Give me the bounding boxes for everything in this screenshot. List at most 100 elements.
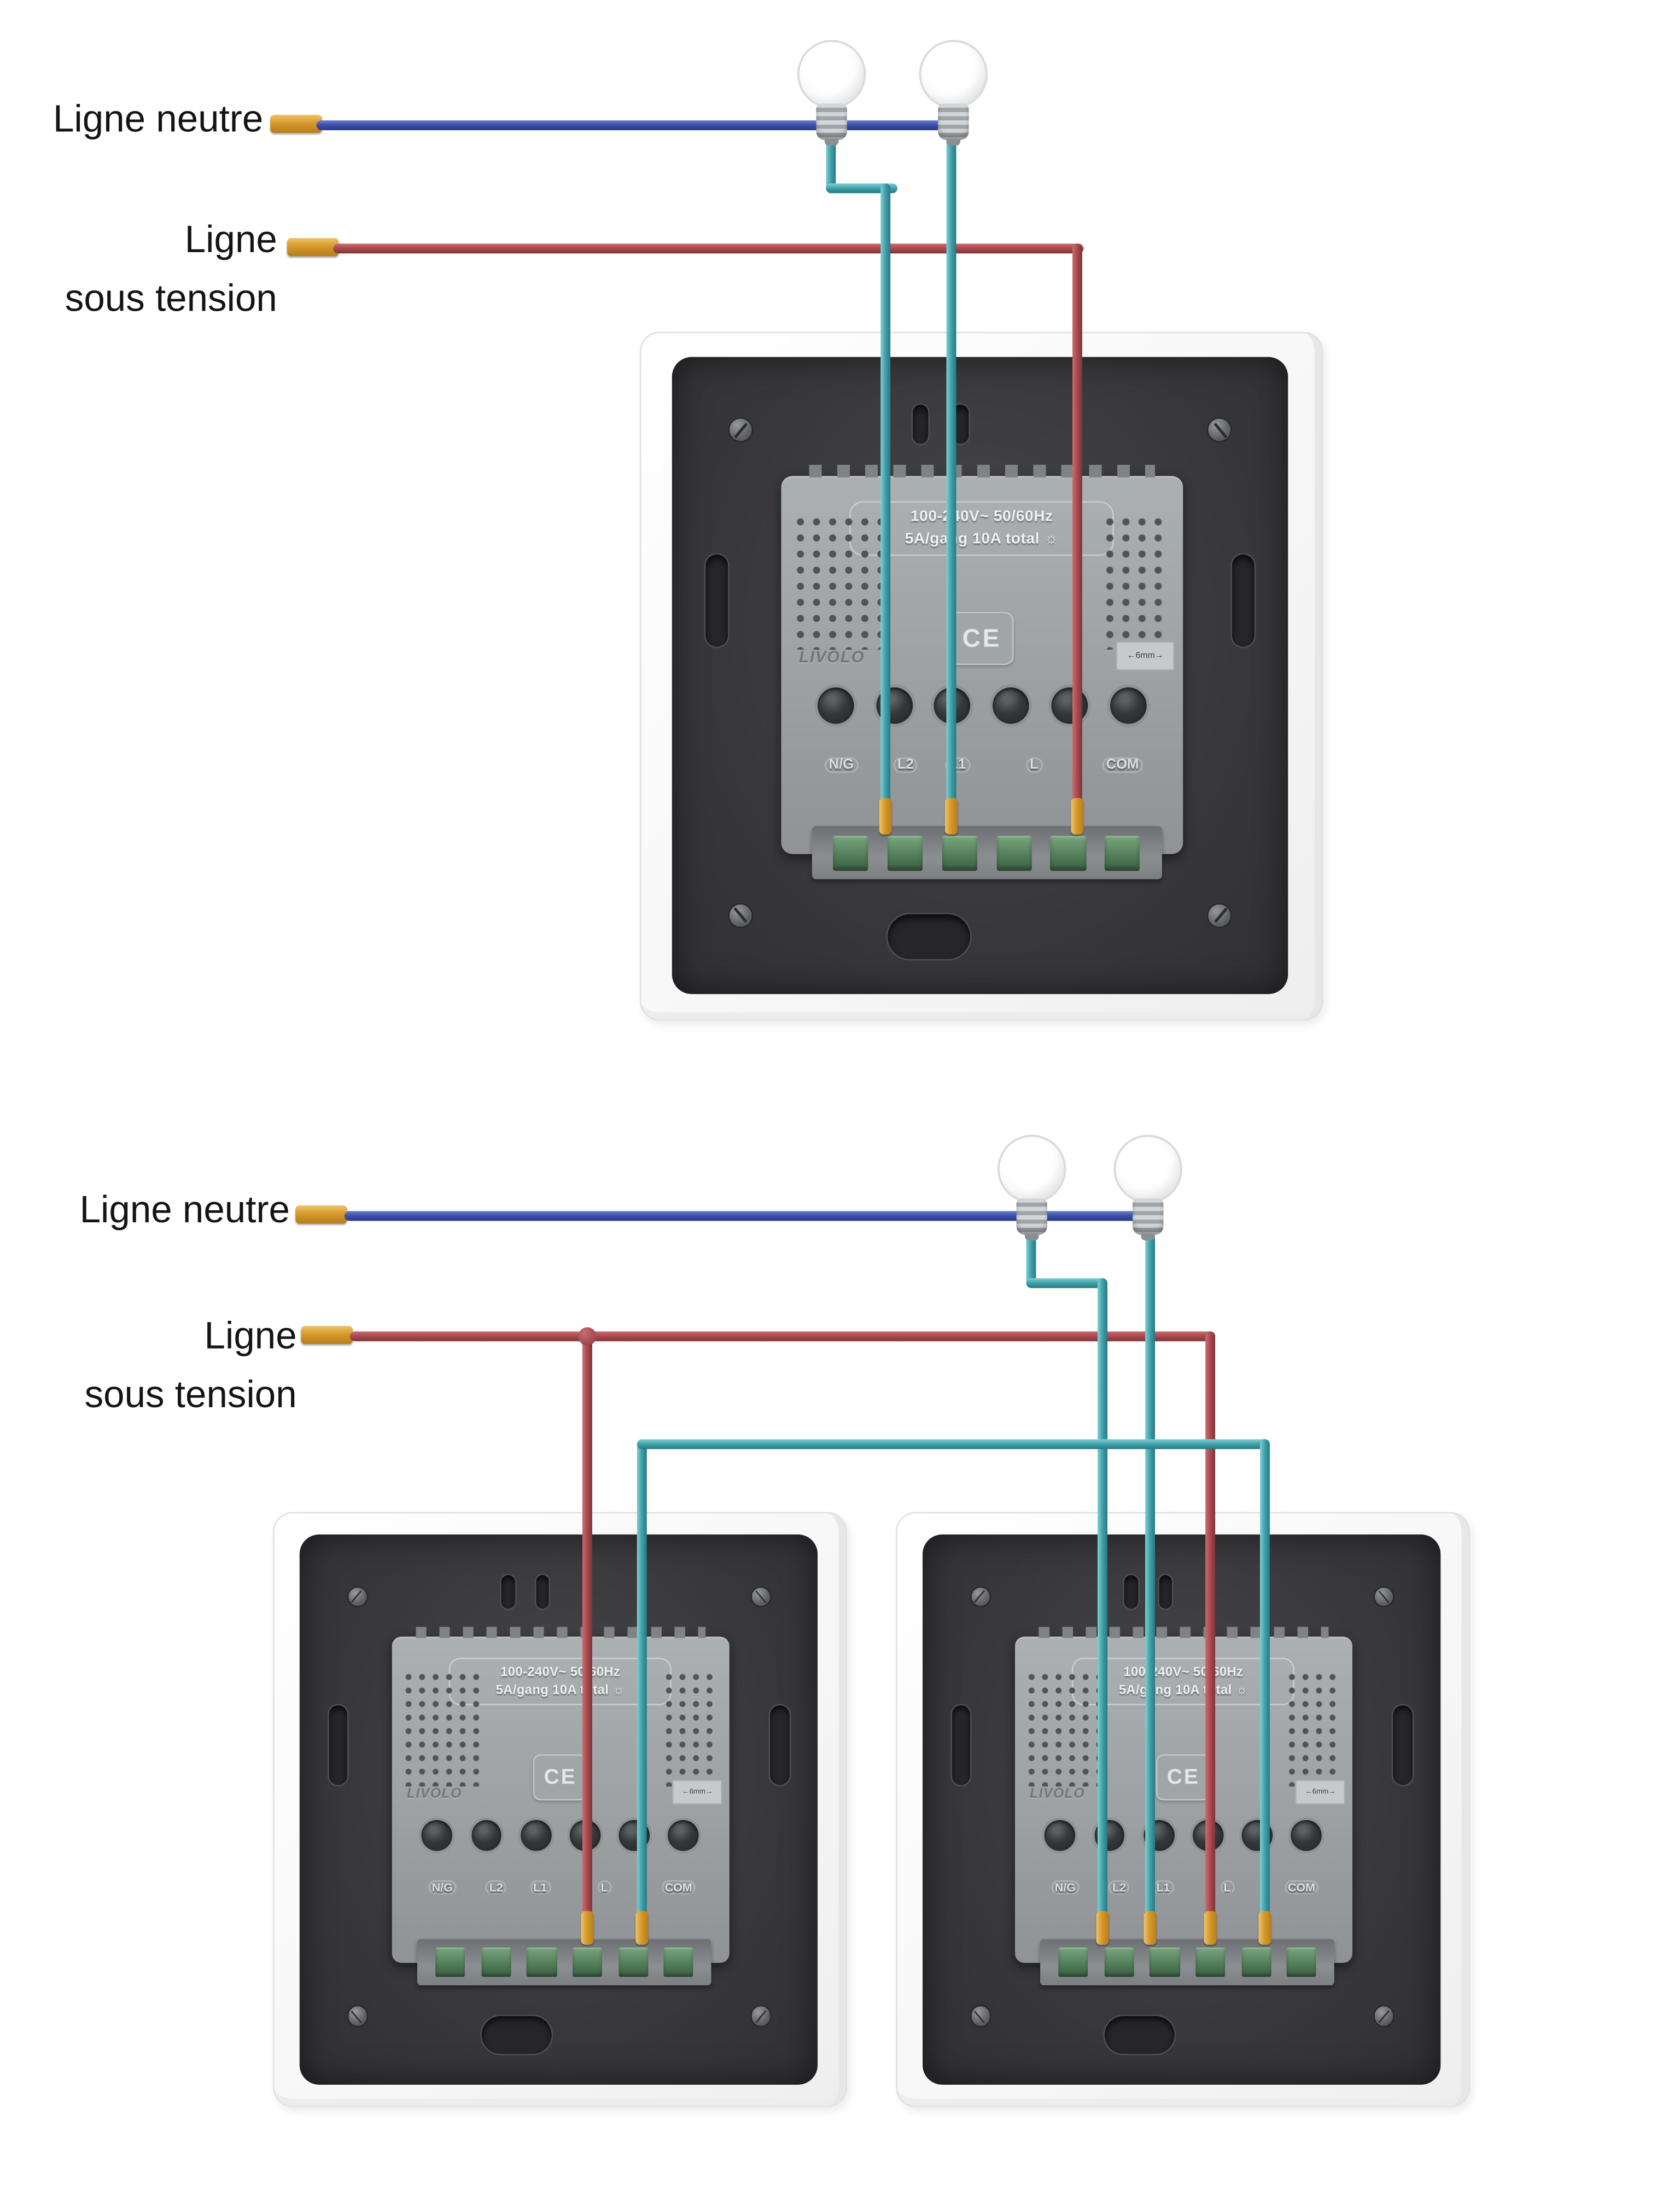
- mounting-slot: [535, 1575, 549, 1608]
- terminal-block: [1150, 1947, 1180, 1978]
- live-wire: [350, 1331, 1216, 1342]
- mounting-plate: 100-240V~ 50/60Hz 5A/gang 10A total ☼ LI…: [300, 1534, 818, 2085]
- bulb-base: [1016, 1198, 1047, 1241]
- terminal-hole: [1291, 1820, 1322, 1851]
- wire-strip-gauge: ←6mm→: [1295, 1779, 1346, 1805]
- brightness-icon: ☼: [612, 1683, 625, 1697]
- mounting-plate: 100-240V~ 50/60Hz 5A/gang 10A total ☼ LI…: [672, 357, 1288, 995]
- terminal-label-l1: L1: [1153, 1880, 1174, 1894]
- keyhole-slot: [1393, 1705, 1413, 1785]
- live-label-line1: Ligne: [184, 218, 277, 261]
- screw-head: [750, 1586, 772, 1608]
- ventilation-holes: [1024, 1669, 1106, 1787]
- terminal-block: [1286, 1947, 1317, 1978]
- rating-line1: 100-240V~ 50/60Hz: [500, 1664, 621, 1678]
- terminal-holes: [781, 688, 1183, 725]
- terminal-block: [663, 1947, 693, 1978]
- lamp-wire-2: [1145, 1226, 1155, 1920]
- bulb-glass: [1116, 1136, 1181, 1202]
- terminal-block: [942, 835, 977, 871]
- terminal-label-com: COM: [1284, 1880, 1319, 1894]
- wire-tip: [581, 1911, 594, 1945]
- terminal-hole: [668, 1820, 699, 1851]
- live-line-label: Ligne sous tension: [0, 212, 277, 329]
- terminal-label-l: L: [597, 1880, 611, 1894]
- com-link-wire: [1260, 1439, 1270, 1920]
- terminal-block: [572, 1947, 603, 1978]
- switch-module: 100-240V~ 50/60Hz 5A/gang 10A total ☼ LI…: [392, 1626, 730, 1963]
- terminal-connector: [1040, 1939, 1335, 1986]
- module-tabs: [809, 464, 1155, 477]
- lamp-wire-1: [826, 183, 897, 194]
- terminal-block: [888, 835, 923, 871]
- wire-tip: [301, 1326, 353, 1344]
- screw-head: [750, 2005, 772, 2027]
- terminal-block: [1104, 1947, 1134, 1978]
- touch-switch-panel: 100-240V~ 50/60Hz 5A/gang 10A total ☼ LI…: [639, 331, 1323, 1021]
- neutral-wire: [344, 1211, 1154, 1221]
- terminal-label-ng: N/G: [428, 1880, 456, 1894]
- wire-strip-gauge: ←6mm→: [1116, 640, 1175, 670]
- brand-logo: LIVOLO: [1030, 1787, 1085, 1803]
- switch-module: 100-240V~ 50/60Hz 5A/gang 10A total ☼ LI…: [1014, 1626, 1352, 1963]
- terminal-block: [618, 1947, 648, 1978]
- ventilation-holes: [661, 1669, 719, 1787]
- ce-mark: CE: [533, 1754, 588, 1800]
- screw-head: [1373, 2005, 1395, 2027]
- keyhole-slot: [951, 1705, 970, 1785]
- com-link-wire: [637, 1439, 1270, 1449]
- light-bulb: [799, 42, 864, 146]
- ce-mark: CE: [949, 612, 1014, 666]
- mounting-slot: [481, 2015, 551, 2055]
- mounting-slot: [1124, 1575, 1139, 1608]
- terminal-block: [527, 1947, 557, 1978]
- terminal-hole: [471, 1820, 502, 1851]
- lamp-wire-1: [880, 183, 891, 804]
- terminal-block: [1105, 835, 1140, 871]
- wire-tip: [945, 798, 958, 835]
- screw-head: [1207, 417, 1233, 444]
- bulb-glass: [921, 42, 986, 107]
- module-tabs: [415, 1626, 706, 1638]
- mounting-slot: [912, 405, 929, 444]
- ventilation-holes: [793, 514, 890, 650]
- live-wire: [1072, 243, 1082, 804]
- neutral-line-label: Ligne neutre: [52, 98, 264, 140]
- screw-head: [969, 2005, 991, 2027]
- bulb-glass: [999, 1136, 1064, 1202]
- terminal-hole: [993, 688, 1030, 725]
- light-bulb: [999, 1136, 1064, 1241]
- keyhole-slot: [705, 555, 728, 648]
- terminal-holes: [392, 1820, 729, 1851]
- wire-tip: [1144, 1911, 1157, 1945]
- terminal-label-ng: N/G: [1051, 1880, 1079, 1894]
- terminal-label-l2: L2: [486, 1880, 506, 1894]
- terminal-labels: N/G L2 L1 L COM: [392, 1880, 729, 1897]
- bulb-glass: [799, 42, 864, 107]
- live-wire: [1205, 1331, 1216, 1920]
- terminal-hole: [817, 688, 854, 725]
- brightness-icon: ☼: [1235, 1683, 1248, 1697]
- mounting-slot: [1158, 1575, 1172, 1608]
- wire-tip: [295, 1205, 347, 1224]
- module-tabs: [1038, 1626, 1329, 1638]
- terminal-label-l2: L2: [1109, 1880, 1130, 1894]
- ventilation-holes: [1285, 1669, 1343, 1787]
- wire-tip: [1258, 1911, 1271, 1945]
- terminal-label-l1: L1: [530, 1880, 551, 1894]
- lamp-wire-1: [1098, 1278, 1107, 1920]
- bulb-base: [1133, 1198, 1164, 1241]
- terminal-block: [435, 1947, 465, 1978]
- com-link-wire: [637, 1439, 647, 1920]
- junction-dot: [578, 1327, 597, 1346]
- lamp-wire-2: [946, 134, 956, 804]
- switch-module: 100-240V~ 50/60Hz 5A/gang 10A total ☼ LI…: [781, 464, 1183, 854]
- keyhole-slot: [1232, 555, 1255, 648]
- ventilation-holes: [401, 1669, 483, 1787]
- wire-tip: [270, 114, 322, 133]
- lamp-wire-1: [1026, 1278, 1107, 1288]
- terminal-connector: [417, 1939, 712, 1986]
- mounting-slot: [501, 1575, 516, 1608]
- brand-logo: LIVOLO: [799, 650, 865, 667]
